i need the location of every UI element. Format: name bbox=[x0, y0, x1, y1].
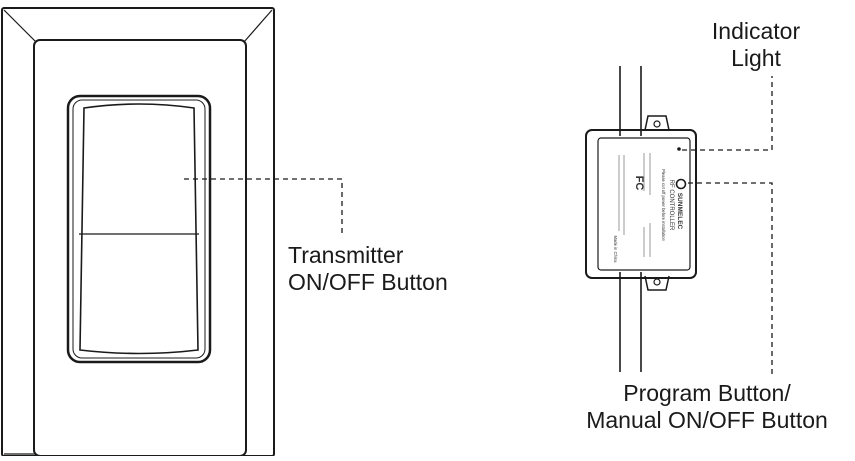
callout-indicator: Indicator Light bbox=[696, 18, 816, 72]
rocker-button[interactable] bbox=[79, 103, 199, 355]
callout-program: Program Button/ Manual ON/OFF Button bbox=[566, 380, 848, 434]
controller-face bbox=[597, 137, 691, 271]
install-note: Please cut off power before installation bbox=[661, 169, 666, 242]
callout-program-line2: Manual ON/OFF Button bbox=[586, 407, 828, 433]
leader-program bbox=[688, 182, 773, 376]
fcc-mark: FC bbox=[633, 176, 645, 191]
wall-switch-transmitter bbox=[1, 7, 275, 457]
wall-plate-face bbox=[33, 39, 247, 457]
callout-indicator-line1: Indicator bbox=[711, 18, 801, 44]
callout-transmitter: Transmitter ON/OFF Button bbox=[288, 242, 448, 296]
callout-program-line1: Program Button/ bbox=[623, 380, 791, 406]
rocker-surround bbox=[66, 94, 212, 364]
indicator-light bbox=[677, 147, 681, 151]
mounting-tab-top bbox=[644, 115, 670, 131]
brand-mark: SUNMELEC bbox=[676, 193, 683, 230]
callout-transmitter-line1: Transmitter bbox=[288, 242, 404, 268]
leader-indicator bbox=[682, 76, 773, 151]
controller-body bbox=[585, 129, 697, 279]
mounting-tab-bottom bbox=[644, 275, 670, 291]
wall-plate-outer bbox=[1, 7, 275, 457]
bevel-line bbox=[243, 9, 273, 43]
bevel-line bbox=[3, 9, 37, 43]
mounting-hole bbox=[653, 278, 661, 286]
made-in: Made in China bbox=[613, 235, 618, 263]
controller-label: RF CONTROLLER Please cut off power befor… bbox=[613, 153, 683, 263]
leader-transmitter bbox=[184, 178, 343, 236]
leader-lines bbox=[184, 76, 773, 376]
mounting-hole bbox=[653, 120, 661, 128]
rocker-surround-inner bbox=[72, 99, 206, 359]
model-title: RF CONTROLLER bbox=[668, 180, 674, 231]
callout-transmitter-line2: ON/OFF Button bbox=[288, 269, 448, 295]
rf-controller: RF CONTROLLER Please cut off power befor… bbox=[585, 66, 697, 372]
callout-indicator-line2: Light bbox=[731, 45, 781, 71]
program-button[interactable] bbox=[675, 178, 687, 190]
